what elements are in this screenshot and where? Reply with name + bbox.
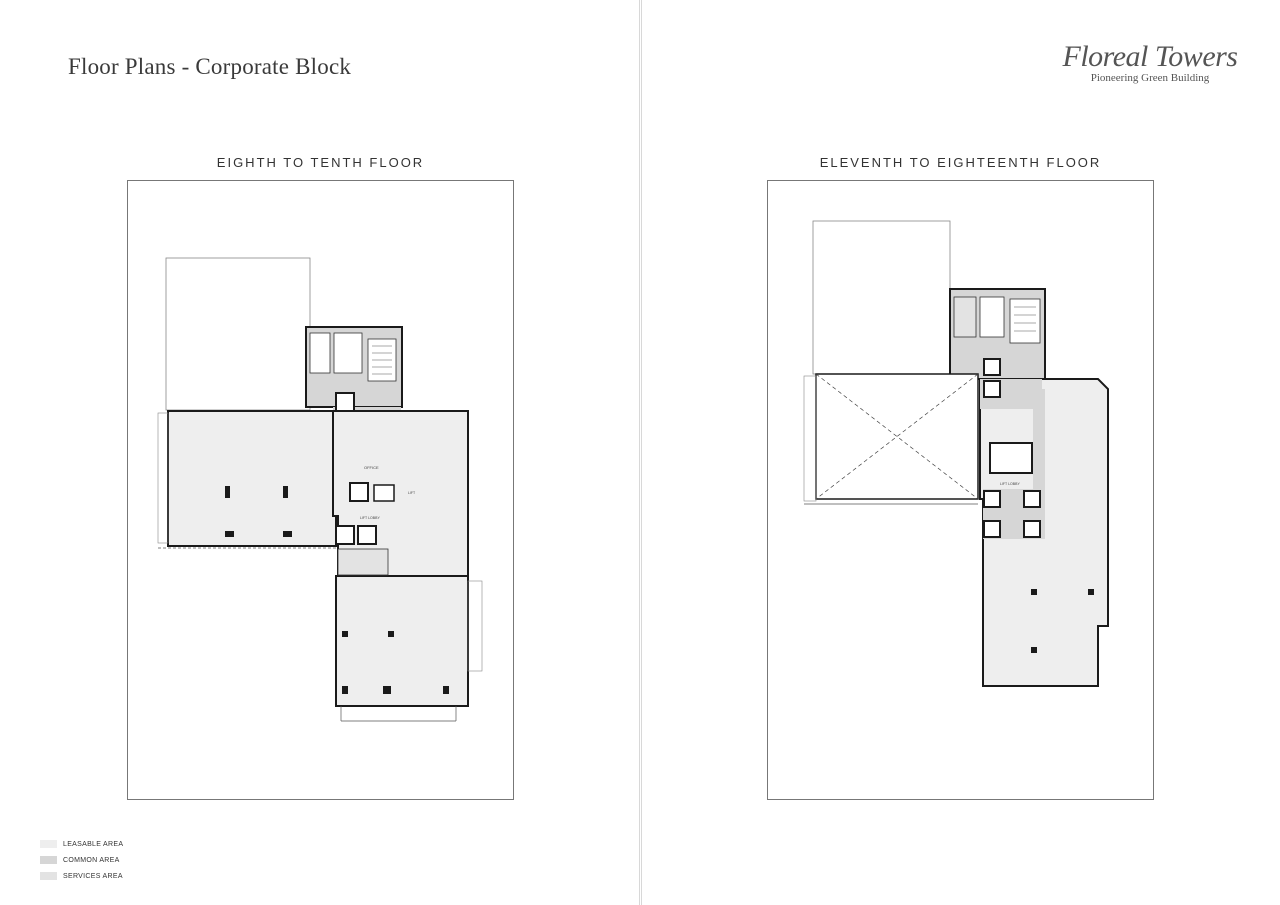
toilet-b [979,296,1005,338]
lift-5 [983,358,1001,376]
toilet-a [309,332,331,374]
lift-lobby-label: LIFT LOBBY [360,516,380,520]
common-spine [1033,389,1045,499]
floor-plan-title-left: EIGHTH TO TENTH FLOOR [216,155,425,170]
stair-bottom [337,548,389,576]
column [1088,589,1094,595]
floor-plan-drawing-right: LIFT LOBBY [803,220,1109,687]
floor-plan-title-right: ELEVENTH TO EIGHTEENTH FLOOR [819,155,1102,170]
core-void [989,442,1033,474]
legend-item-services: SERVICES AREA [40,868,123,884]
column [383,686,391,694]
east-balcony [467,580,483,672]
west-balcony [803,375,817,502]
lift-6 [357,525,377,545]
office-label: OFFICE [364,465,379,470]
legend-label: LEASABLE AREA [63,840,124,848]
legend-label: COMMON AREA [63,856,120,864]
toilet-a [953,296,977,338]
area-legend: LEASABLE AREA COMMON AREA SERVICES AREA [40,836,123,884]
lift-3 [983,520,1001,538]
terrace-outline [165,257,311,411]
floor-plan-frame-right: LIFT LOBBY [767,180,1154,800]
lift-lobby-label: LIFT LOBBY [1000,482,1020,486]
legend-item-leasable: LEASABLE AREA [40,836,123,852]
brand-logo: Floreal Towers Pioneering Green Building [1060,40,1240,84]
west-balcony [157,412,169,544]
legend-swatch [40,840,57,848]
stair-top [1009,298,1041,344]
lift-5 [335,525,355,545]
lift-4 [1023,520,1041,538]
lift-6 [983,380,1001,398]
logo-name: Floreal Towers [1062,40,1238,73]
column [443,686,449,694]
legend-swatch [40,872,57,880]
floor-plan-drawing-left: OFFICE LIFT LOBBY LIFT [157,257,483,722]
toilet-b [333,332,363,374]
column [225,486,230,498]
column [1031,647,1037,653]
floor-plan-frame-left: OFFICE LIFT LOBBY LIFT [127,180,514,800]
lift-1 [335,392,355,412]
lift-3 [349,482,369,502]
lift-2 [1023,490,1041,508]
column [342,686,348,694]
column [283,531,292,537]
lift-label: LIFT [408,491,416,495]
lift-4 [373,484,395,502]
column [388,631,394,637]
column [283,486,288,498]
page-title: Floor Plans - Corporate Block [68,54,352,79]
terrace-outline [812,220,951,375]
column [342,631,348,637]
legend-swatch [40,856,57,864]
lift-1 [983,490,1001,508]
legend-label: SERVICES AREA [63,872,123,880]
leasable-south-wing [335,575,469,707]
leasable-west-wing [167,410,337,547]
logo-tagline: Pioneering Green Building [1090,72,1210,84]
column [225,531,234,537]
column [1031,589,1037,595]
legend-item-common: COMMON AREA [40,852,123,868]
